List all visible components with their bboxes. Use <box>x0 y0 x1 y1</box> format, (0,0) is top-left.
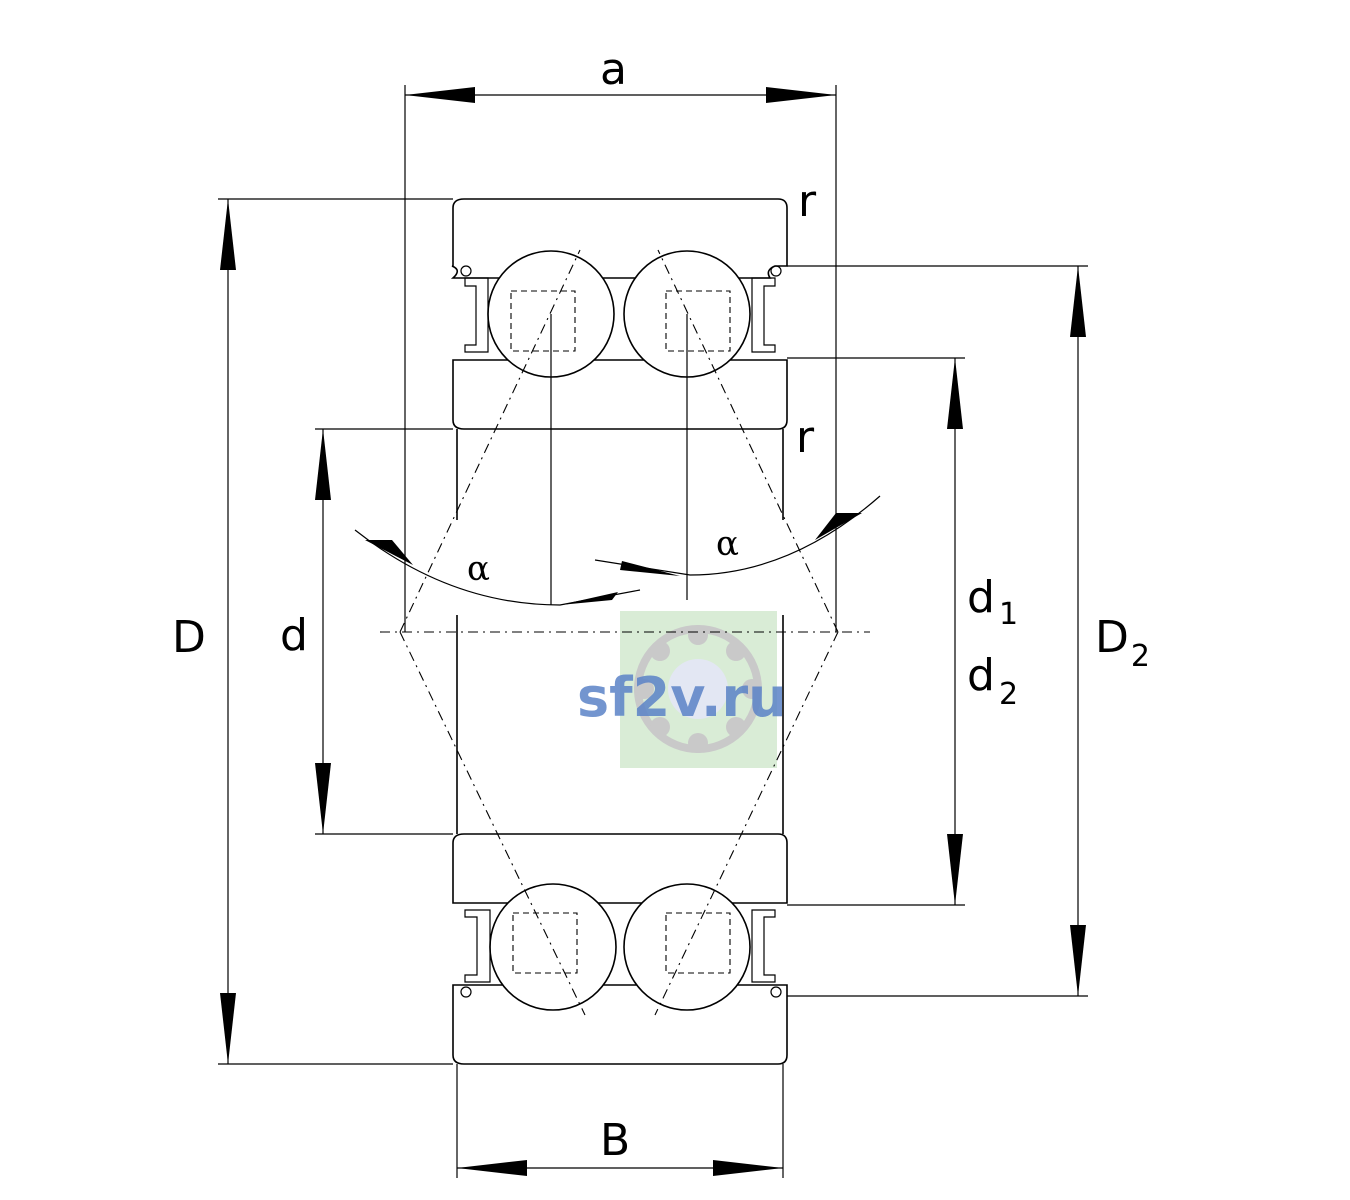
seal-top-left <box>464 277 489 353</box>
label-D2: D2 <box>1095 612 1150 674</box>
label-r-top: r <box>798 176 817 227</box>
alpha-arc-left <box>354 529 641 606</box>
watermark: sf2v.ru <box>577 611 787 768</box>
watermark-ball <box>742 679 762 699</box>
watermark-ball <box>726 717 746 737</box>
label-d: d <box>280 610 308 661</box>
dimension-d: d <box>280 428 453 835</box>
outer-ring-bottom <box>452 984 788 1065</box>
label-alpha-right: α <box>716 524 739 564</box>
label-D: D <box>172 612 206 663</box>
watermark-text: sf2v.ru <box>577 666 787 729</box>
seal-top-right <box>751 277 776 353</box>
outer-ring-top <box>450 198 788 279</box>
top-bearing-section <box>450 198 788 430</box>
ball-bottom-right <box>623 883 751 1011</box>
watermark-ball <box>650 717 670 737</box>
watermark-ball <box>688 625 708 645</box>
label-r-mid: r <box>796 412 815 463</box>
label-a: a <box>600 44 627 95</box>
watermark-ball <box>634 679 654 699</box>
seal-bottom-right <box>751 909 776 983</box>
dimension-B: B <box>456 1064 784 1178</box>
label-B: B <box>600 1115 630 1166</box>
watermark-hub <box>668 659 728 719</box>
inner-ring-bottom <box>452 833 788 904</box>
dimension-a: a <box>404 44 837 632</box>
inner-ring-top <box>452 359 788 430</box>
watermark-ball <box>650 641 670 661</box>
watermark-ball <box>726 641 746 661</box>
bottom-bearing-section <box>452 833 788 1065</box>
dimension-D2: D2 <box>787 265 1150 997</box>
dimension-D: D <box>172 198 453 1065</box>
seal-bottom-left <box>464 909 491 983</box>
label-alpha-left: α <box>467 549 490 589</box>
contact-lines <box>380 249 870 1016</box>
watermark-ball <box>688 733 708 753</box>
